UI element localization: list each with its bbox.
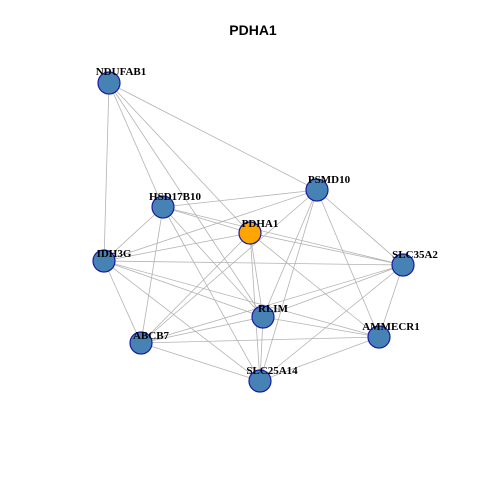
edge-ndufab1-pdha1 (108, 82, 251, 234)
edge-idh3g-ammecr1 (103, 260, 380, 338)
node-pdha1 (238, 221, 262, 245)
node-label-slc25a14: SLC25A14 (246, 365, 298, 377)
edge-idh3g-slc35a2 (103, 260, 404, 266)
edge-slc35a2-rlim (262, 264, 404, 318)
node-ndufab1 (97, 71, 121, 95)
edge-ndufab1-psmd10 (108, 82, 318, 191)
edge-idh3g-rlim (103, 260, 264, 318)
edge-slc35a2-slc25a14 (259, 264, 404, 382)
node-label-psmd10: PSMD10 (308, 174, 351, 186)
edge-psmd10-slc35a2 (316, 189, 404, 266)
node-layer (92, 71, 415, 393)
edge-hsd17b10-abcb7 (140, 206, 164, 344)
edge-hsd17b10-slc35a2 (162, 206, 404, 266)
node-abcb7 (129, 331, 153, 355)
edge-pdha1-ammecr1 (249, 232, 380, 338)
edge-pdha1-slc25a14 (249, 232, 261, 382)
edge-ndufab1-idh3g (103, 82, 110, 262)
edge-ndufab1-hsd17b10 (108, 82, 164, 208)
node-label-pdha1: PDHA1 (242, 218, 279, 230)
edge-slc35a2-abcb7 (140, 264, 404, 344)
edge-psmd10-ammecr1 (316, 189, 380, 338)
edge-psmd10-abcb7 (140, 189, 318, 344)
edge-hsd17b10-slc25a14 (162, 206, 261, 382)
node-slc35a2 (391, 253, 415, 277)
edge-rlim-abcb7 (140, 316, 264, 344)
edge-rlim-ammecr1 (262, 316, 380, 338)
edge-hsd17b10-idh3g (103, 206, 164, 262)
edge-hsd17b10-rlim (162, 206, 264, 318)
node-slc25a14 (248, 369, 272, 393)
edge-pdha1-rlim (249, 232, 264, 318)
edge-ammecr1-abcb7 (140, 336, 380, 344)
edge-idh3g-abcb7 (103, 260, 142, 344)
edge-abcb7-slc25a14 (140, 342, 261, 382)
edge-psmd10-hsd17b10 (162, 189, 318, 208)
edge-idh3g-slc25a14 (103, 260, 261, 382)
node-ammecr1 (367, 325, 391, 349)
node-psmd10 (305, 178, 329, 202)
node-rlim (251, 305, 275, 329)
edge-psmd10-rlim (262, 189, 318, 318)
edge-slc35a2-ammecr1 (378, 264, 404, 338)
edge-psmd10-slc25a14 (259, 189, 318, 382)
edge-layer (103, 82, 404, 382)
node-hsd17b10 (151, 195, 175, 219)
diagram-title: PDHA1 (229, 22, 277, 38)
node-label-rlim: RLIM (258, 303, 289, 315)
edge-psmd10-idh3g (103, 189, 318, 262)
edge-pdha1-idh3g (103, 232, 251, 262)
node-label-abcb7: ABCB7 (133, 330, 170, 342)
node-label-ammecr1: AMMECR1 (362, 321, 419, 333)
node-idh3g (92, 249, 116, 273)
node-label-ndufab1: NDUFAB1 (96, 66, 147, 78)
edge-ndufab1-rlim (108, 82, 264, 318)
edge-pdha1-slc35a2 (249, 232, 404, 266)
edge-pdha1-abcb7 (140, 232, 251, 344)
edge-hsd17b10-pdha1 (162, 206, 251, 234)
edge-ammecr1-slc25a14 (259, 336, 380, 382)
node-label-hsd17b10: HSD17B10 (149, 191, 201, 203)
node-label-slc35a2: SLC35A2 (392, 249, 438, 261)
node-label-idh3g: IDH3G (97, 248, 132, 260)
